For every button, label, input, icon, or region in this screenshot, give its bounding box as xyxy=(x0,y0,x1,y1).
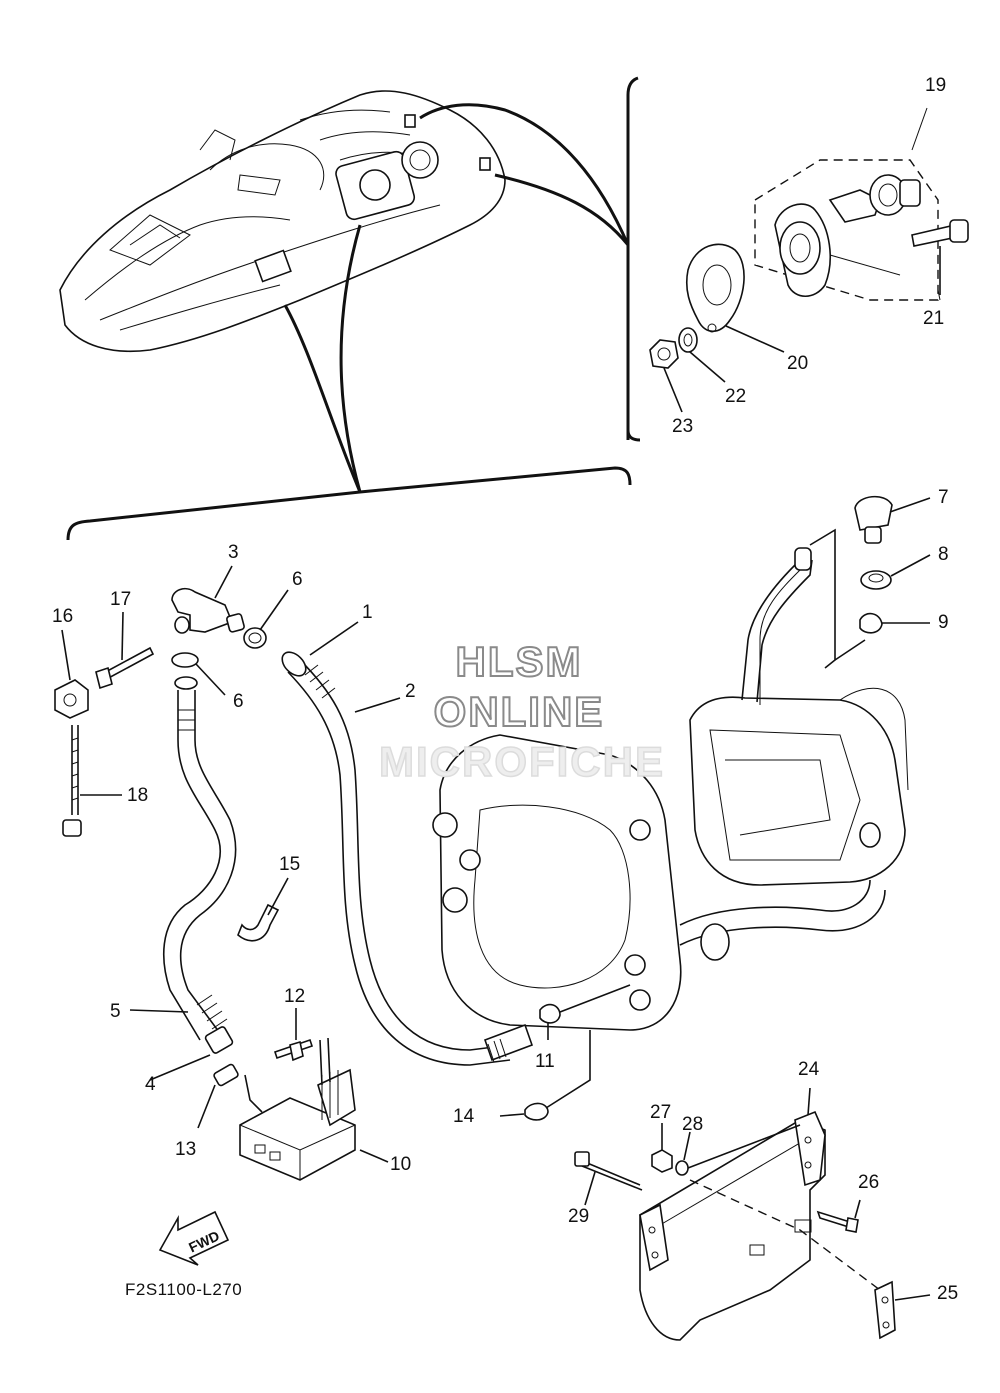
callout-15: 15 xyxy=(279,854,300,875)
leader-lines-main xyxy=(129,621,401,1013)
callout-19: 19 xyxy=(925,75,946,96)
callout-11: 11 xyxy=(535,1051,555,1072)
callout-14: 14 xyxy=(453,1106,475,1127)
callout-29: 29 xyxy=(568,1206,589,1227)
watermark-line3: MICROFICHE xyxy=(379,738,665,785)
part-10-module xyxy=(149,1008,389,1181)
callout-23: 23 xyxy=(672,416,693,437)
callout-labels: 1 2 3 4 5 6 6 7 8 9 10 11 12 13 14 15 16… xyxy=(52,75,958,1304)
callout-4: 4 xyxy=(145,1074,156,1095)
watercraft-overview xyxy=(59,90,506,353)
callout-21: 21 xyxy=(923,308,944,329)
callout-26: 26 xyxy=(858,1172,879,1193)
callout-13: 13 xyxy=(175,1139,196,1160)
hose-2 xyxy=(281,651,534,1066)
callout-1: 1 xyxy=(362,602,373,623)
fwd-arrow: FWD xyxy=(158,1210,230,1266)
jet-pump-housing xyxy=(432,547,909,1031)
callout-25: 25 xyxy=(937,1283,958,1304)
callout-24: 24 xyxy=(798,1059,820,1080)
callout-28: 28 xyxy=(682,1114,703,1135)
callout-2: 2 xyxy=(405,681,416,702)
clamps-6 xyxy=(171,589,289,696)
parts-7-8-9 xyxy=(809,495,931,669)
callout-5: 5 xyxy=(110,1001,121,1022)
leader-arrows-overview xyxy=(66,76,641,541)
callout-6a: 6 xyxy=(292,569,303,590)
callout-16: 16 xyxy=(52,606,73,627)
callout-6b: 6 xyxy=(233,691,244,712)
callout-22: 22 xyxy=(725,386,746,407)
inset-drain-assembly xyxy=(649,107,969,413)
callout-10: 10 xyxy=(390,1154,411,1175)
clamps-11-14 xyxy=(499,984,631,1121)
diagram-code: F2S1100-L270 xyxy=(125,1280,242,1299)
callout-17: 17 xyxy=(110,589,131,610)
callout-18: 18 xyxy=(127,785,148,806)
callout-27: 27 xyxy=(650,1102,671,1123)
parts-16-17-18 xyxy=(54,611,155,837)
callout-9: 9 xyxy=(938,612,949,633)
callout-20: 20 xyxy=(787,353,808,374)
callout-7: 7 xyxy=(938,487,949,508)
guard-assembly xyxy=(574,1087,931,1341)
part-3-elbow xyxy=(171,565,245,634)
watermark: HLSM ONLINE MICROFICHE xyxy=(378,637,665,786)
callout-12: 12 xyxy=(284,986,305,1007)
callout-8: 8 xyxy=(938,544,949,565)
part-15-clip xyxy=(237,877,289,942)
callout-3: 3 xyxy=(228,542,239,563)
hose-5 xyxy=(162,676,237,1054)
watermark-line2: ONLINE xyxy=(434,688,605,735)
watermark-line1: HLSM xyxy=(456,638,583,685)
